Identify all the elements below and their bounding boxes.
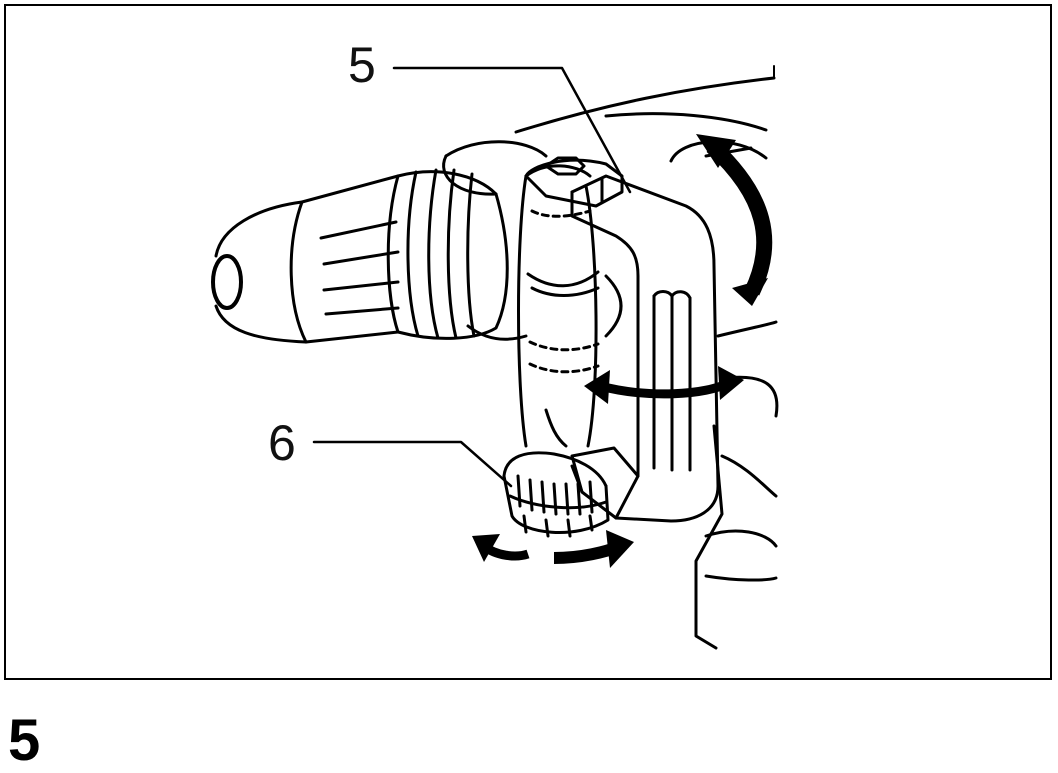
tool-illustration [211,65,779,650]
callout-5-leader [392,66,632,194]
knob-turn-arrow [472,530,634,568]
side-handle-bar [517,164,623,448]
figure-frame: 5 6 [4,4,1052,680]
grip-handle [570,174,720,523]
knurled-knob [502,451,610,538]
callout-6-leader [312,440,513,488]
callout-5-label: 5 [348,37,376,93]
figure-number: 5 [8,708,41,773]
vertical-adjust-arrow [696,134,773,306]
clamp-band [524,156,624,208]
rotation-arrow [584,366,744,404]
drill-chuck [211,140,548,344]
callout-6-label: 6 [268,415,296,471]
